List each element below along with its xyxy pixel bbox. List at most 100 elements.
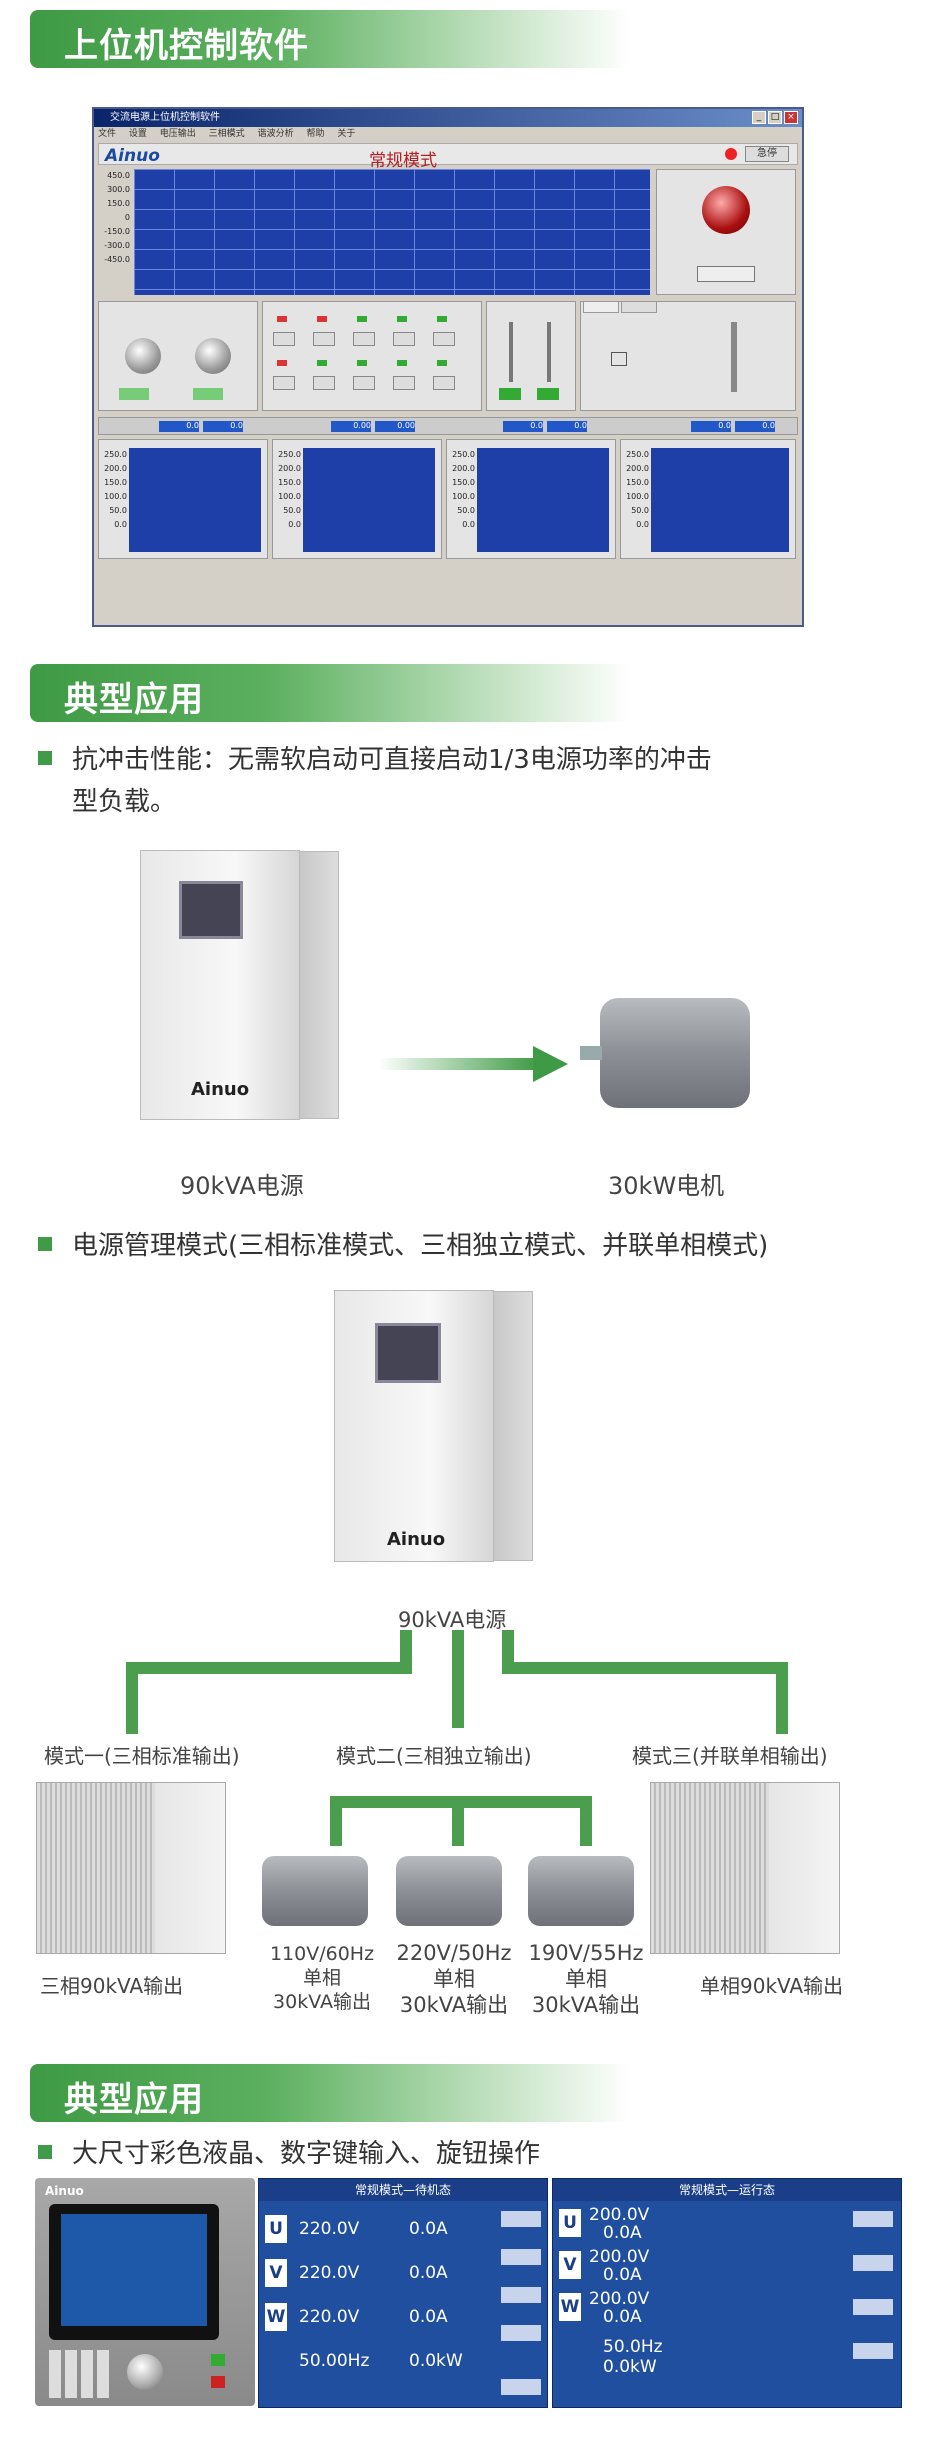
emergency-stop-icon[interactable] [702,186,750,234]
upper-limit-slider[interactable] [509,322,513,382]
switch-button[interactable] [273,376,295,390]
connector-line [400,1630,412,1674]
soft-key[interactable] [501,2249,541,2265]
close-icon[interactable]: × [784,111,798,124]
checkbox[interactable] [611,352,627,366]
tick-label: 250.0 [626,450,649,459]
caption-single-phase: 单相90kVA输出 [700,1974,844,1998]
mini-scope [129,448,261,552]
motor-1-spec: 110V/60Hz 单相 30kVA输出 [262,1942,382,2014]
switch-panel [262,301,482,411]
switch-button[interactable] [433,376,455,390]
section-title: 典型应用 [64,2080,204,2120]
motor-3-spec: 190V/55Hz 单相 30kVA输出 [526,1940,646,2018]
switch-button[interactable] [393,332,415,346]
motor-image [580,998,750,1108]
connector-line [580,1796,592,1846]
arrow-icon [378,1046,568,1082]
menu-item[interactable]: 设置 [128,129,147,139]
mini-scope-panel: 250.0 200.0 150.0 100.0 50.0 0.0 [620,439,796,559]
tick-label: 250.0 [452,450,475,459]
tick-label: 200.0 [104,464,127,473]
cabinet-side [299,851,339,1119]
readout-bar: 0.0 0.0 0.00 0.00 0.0 0.0 0.0 0.0 [98,417,798,435]
menu-item[interactable]: 电压输出 [159,129,196,139]
mini-scope-panel: 250.0 200.0 150.0 100.0 50.0 0.0 [446,439,616,559]
soft-key[interactable] [501,2287,541,2303]
cabinet-screen [375,1323,441,1383]
soft-key[interactable] [501,2211,541,2227]
tick-label: 200.0 [626,464,649,473]
spec-line: 单相 [433,1967,475,1991]
menu-item[interactable]: 关于 [337,129,356,139]
voltage-value-box[interactable] [119,388,149,400]
soft-key[interactable] [853,2255,893,2271]
current-value: 0.0A [409,2219,448,2239]
mode-title: 常规模式 [369,151,437,171]
stop-button[interactable]: 急停 [745,146,789,162]
bullet-impact: 抗冲击性能：无需软启动可直接启动1/3电源功率的冲击 [38,740,712,780]
voltage-value: 200.0V [589,2205,650,2225]
soft-key[interactable] [501,2325,541,2341]
bullet-text: 抗冲击性能：无需软启动可直接启动1/3电源功率的冲击 [72,745,712,775]
soft-key[interactable] [501,2379,541,2395]
spec-line: 220V/50Hz [396,1941,512,1965]
stop-button[interactable] [211,2376,225,2388]
bullet-text: 大尺寸彩色液晶、数字键输入、旋钮操作 [72,2139,541,2169]
switch-button[interactable] [353,376,375,390]
frequency-value-box[interactable] [193,388,223,400]
tick-label: 0.0 [636,520,649,529]
menu-item[interactable]: 帮助 [306,129,325,139]
mini-scope [303,448,435,552]
menu-item[interactable]: 文件 [98,129,117,139]
frequency-knob-icon[interactable] [195,338,231,374]
alarm-led-icon [725,148,737,160]
spec-line: 190V/55Hz [528,1941,644,1965]
maximize-icon[interactable]: □ [768,111,782,124]
tab-2[interactable] [621,301,657,313]
voltage-knob-icon[interactable] [125,338,161,374]
output-toggle-button[interactable] [697,266,755,282]
tick-label: -450.0 [104,255,130,264]
switch-button[interactable] [313,332,335,346]
rotary-knob-icon[interactable] [127,2354,163,2390]
switch-button[interactable] [353,332,375,346]
minimize-icon[interactable]: _ [752,111,766,124]
menu-item[interactable]: 三相模式 [208,129,245,139]
device-brand: Ainuo [45,2184,84,2198]
keypad[interactable] [49,2350,113,2398]
switch-button[interactable] [273,332,295,346]
upper-limit-value [499,388,521,400]
connector-line [452,1630,464,1728]
readout: 0.0 [735,421,775,432]
mode1-label: 模式一(三相标准输出) [44,1744,240,1768]
soft-key[interactable] [853,2211,893,2227]
switch-button[interactable] [433,332,455,346]
bullet-square-icon [38,750,52,765]
section-header-application: 典型应用 [30,2064,630,2122]
motor-shaft [580,1046,602,1060]
tick-label: 150.0 [107,199,130,208]
cabinet-brand: Ainuo [191,1079,250,1100]
lower-limit-slider[interactable] [547,322,551,382]
switch-button[interactable] [313,376,335,390]
soft-key[interactable] [853,2299,893,2315]
mini-y-axis: 250.0 200.0 150.0 100.0 50.0 0.0 [449,448,475,532]
spec-line: 30kVA输出 [399,1993,509,2017]
window-titlebar: 交流电源上位机控制软件 _ □ × [94,109,802,127]
level-slider[interactable] [731,322,737,392]
run-button[interactable] [211,2354,225,2366]
mini-scope [477,448,609,552]
menu-item[interactable]: 谐波分析 [257,129,294,139]
tick-label: 100.0 [626,492,649,501]
phase-label: W [559,2293,581,2321]
switch-button[interactable] [393,376,415,390]
tick-label: 200.0 [278,464,301,473]
mode2-label: 模式二(三相独立输出) [336,1744,532,1768]
tab-1[interactable] [583,301,619,313]
frequency-value: 50.0Hz [603,2337,663,2357]
connector-line [776,1662,788,1734]
mini-scope-panel: 250.0 200.0 150.0 100.0 50.0 0.0 [98,439,268,559]
soft-key[interactable] [853,2343,893,2359]
lcd-running-screen: 常规模式—运行态 U 200.0V 0.0A V 200.0V 0.0A W 2… [552,2178,902,2408]
